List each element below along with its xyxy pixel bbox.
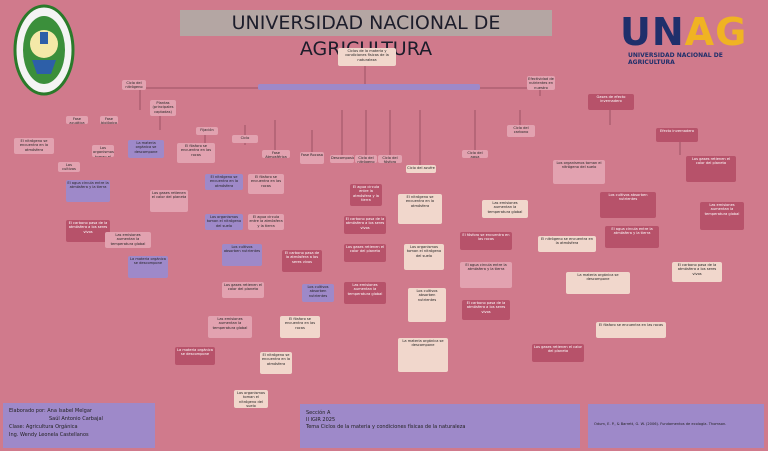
text-box: Los organismos toman el nitrógeno del su… [92,145,114,157]
node-nitrogen-cycle: Ciclo del nitrógeno [355,155,377,163]
text-box: La materia orgánica se descompone [566,272,630,294]
text-box: Los gases retienen el calor del planeta [686,156,736,182]
section-panel: Sección A II IGIR 2025 Tema Ciclos de la… [300,404,580,448]
text-box: Las emisiones aumentan la temperatura gl… [344,282,386,304]
text-box: La materia orgánica se descompone [398,338,448,372]
node-plants: Plantas (principales captadas) [150,100,176,116]
page-title: UNIVERSIDAD NACIONAL DE AGRICULTURA [180,10,552,60]
university-seal-logo [13,4,75,100]
text-box: Los gases retienen el calor del planeta [150,190,188,212]
reference-text: Odum, E. P., & Barrett, G. W. (2006). Fu… [594,422,727,426]
text-box: Los cultivos absorben nutrientes [58,162,80,172]
reference-panel: Odum, E. P., & Barrett, G. W. (2006). Fu… [588,404,764,448]
text-box: Los organismos toman el nitrógeno del su… [205,214,243,230]
node-biological-phase: Fase biológica [100,116,118,124]
teacher-line: Ing. Wendy Leonela Castellanos [9,432,89,438]
text-box: El nitrógeno se encuentra en la atmósfer… [14,138,54,154]
text-box: Los gases retienen el calor del planeta [222,282,264,298]
unag-logo: UNAG UNIVERSIDAD NACIONAL DE AGRICULTURA [620,12,762,66]
text-box: Los cultivos absorben nutrientes [302,284,334,302]
text-box: El carbono pasa de la atmósfera a los se… [66,220,110,242]
text-box: Los organismos toman el nitrógeno del su… [553,160,605,184]
text-box: El agua circula entre la atmósfera y la … [460,262,512,288]
node-cycle: Ciclo [232,135,258,143]
text-box: El nitrógeno se encuentra en la atmósfer… [205,174,243,190]
class-line: Clase: Agricultura Orgánica [9,424,78,430]
text-box: El fósforo se encuentra en las rocas [596,322,666,338]
text-box: La materia orgánica se descompone [128,140,164,158]
text-box: El carbono pasa de la atmósfera a los se… [672,262,722,282]
text-box: Los gases retienen el calor del planeta [532,344,584,362]
section-line-1: Sección A [306,410,331,416]
text-box: El fósforo se encuentra en las rocas [177,143,215,163]
node-greenhouse-effect: Efecto invernadero [656,128,698,142]
text-box: Los gases retienen el calor del planeta [344,244,386,262]
text-box: El nitrógeno se encuentra en la atmósfer… [398,194,442,224]
text-box: El agua circula entre la atmósfera y la … [350,184,382,206]
node-water-cycle: Ciclo del agua [462,150,488,158]
node-decomposition: Descomposición [330,155,354,163]
text-box: Las emisiones aumentan la temperatura gl… [700,202,744,230]
author-line-2: Saúl Antonio Carbajal [49,416,103,422]
text-box: Los organismos toman el nitrógeno del su… [404,244,444,270]
text-box: El carbono pasa de la atmósfera a los se… [344,216,386,234]
node-carbon-cycle: Ciclo del carbono [507,125,535,137]
text-box: Las emisiones aumentan la temperatura gl… [482,200,528,218]
node-fixation: Fijación [196,127,218,135]
unag-logo-subtitle: UNIVERSIDAD NACIONAL DE AGRICULTURA [628,52,723,66]
author-panel: Elaborado por: Ana Isabel Melgar Saúl An… [3,403,155,448]
node-phosphorus-cycle: Ciclo del fósforo [378,155,402,163]
text-box: El nitrógeno se encuentra en la atmósfer… [260,352,292,374]
node-atmospheric: Fase Atmosférica [262,150,290,158]
text-box: El fósforo se encuentra en las rocas [280,316,320,338]
topic-line: Tema Ciclos de la materia y condiciones … [306,424,466,430]
text-box: El fósforo se encuentra en las rocas [460,232,512,250]
text-box: Los cultivos absorben nutrientes [222,244,262,266]
node-rock: Fase Rocosa [300,152,324,164]
text-box: El fósforo se encuentra en las rocas [248,174,284,194]
text-box: El agua circula entre la atmósfera y la … [605,226,659,248]
branch-nitrogen: Ciclo del nitrógeno [122,80,146,90]
author-line-1: Elaborado por: Ana Isabel Melgar [9,408,92,414]
node-greenhouse-gases: Gases de efecto invernadero [588,94,634,110]
text-box: El carbono pasa de la atmósfera a los se… [282,250,322,272]
root-node: Ciclos de la materia y condiciones físic… [338,48,396,66]
text-box: La materia orgánica se descompone [128,256,168,278]
node-sulfur-cycle: Ciclo del azufre [406,165,436,173]
node-aquatic-phase: Fase acuática [66,116,88,124]
text-box: El agua circula entre la atmósfera y la … [248,214,284,230]
text-box: Los cultivos absorben nutrientes [600,192,656,218]
text-box: Las emisiones aumentan la temperatura gl… [105,232,151,248]
main-connector-bar [258,84,480,90]
text-box: El agua circula entre la atmósfera y la … [66,180,110,202]
branch-nutrients: Efectividad de nutrientes en nuestro pla… [527,76,555,90]
text-box: El nitrógeno se encuentra en la atmósfer… [538,236,596,252]
text-box: Los cultivos absorben nutrientes [408,288,446,322]
text-box: El carbono pasa de la atmósfera a los se… [462,300,510,320]
text-box: Las emisiones aumentan la temperatura gl… [208,316,252,338]
section-line-2: II IGIR 2025 [306,417,336,423]
text-box: Los organismos toman el nitrógeno del su… [234,390,268,408]
text-box: La materia orgánica se descompone [175,347,215,365]
